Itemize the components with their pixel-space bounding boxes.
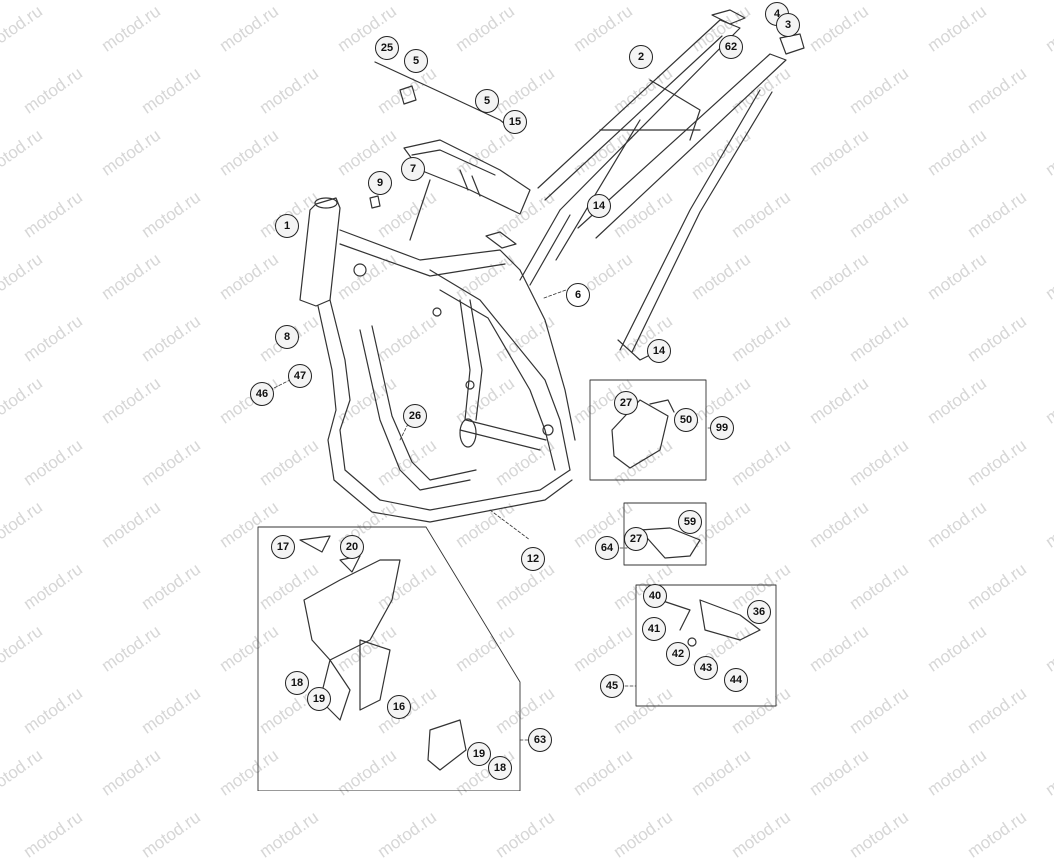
callout-14: 14 — [587, 194, 611, 218]
callout-40: 40 — [643, 584, 667, 608]
callout-43: 43 — [694, 656, 718, 680]
callout-27: 27 — [624, 527, 648, 551]
callout-1: 1 — [275, 214, 299, 238]
callout-3: 3 — [776, 13, 800, 37]
callout-19: 19 — [307, 687, 331, 711]
callout-59: 59 — [678, 510, 702, 534]
callout-9: 9 — [368, 171, 392, 195]
callout-15: 15 — [503, 110, 527, 134]
callout-19: 19 — [467, 742, 491, 766]
main-frame — [317, 229, 576, 523]
callout-14: 14 — [647, 339, 671, 363]
callout-5: 5 — [475, 89, 499, 113]
callout-62: 62 — [719, 35, 743, 59]
watermark-text: motod.ru — [846, 807, 912, 862]
frame-protector-set — [299, 535, 467, 771]
callout-36: 36 — [747, 600, 771, 624]
watermark-text: motod.ru — [964, 807, 1030, 862]
callout-2: 2 — [629, 45, 653, 69]
frame-protector-left — [611, 399, 701, 559]
callout-12: 12 — [521, 547, 545, 571]
callout-8: 8 — [275, 325, 299, 349]
frame-drawing — [257, 9, 805, 791]
watermark-text: motod.ru — [20, 807, 86, 862]
callout-27: 27 — [614, 391, 638, 415]
callout-18: 18 — [285, 671, 309, 695]
watermark-text: motod.ru — [138, 807, 204, 862]
callout-26: 26 — [403, 404, 427, 428]
watermark-text: motod.ru — [374, 807, 440, 862]
callout-99: 99 — [710, 416, 734, 440]
footrest-group — [659, 599, 761, 647]
callout-25: 25 — [375, 36, 399, 60]
watermark-text: motod.ru — [256, 807, 322, 862]
callout-45: 45 — [600, 674, 624, 698]
callout-47: 47 — [288, 364, 312, 388]
group-boxes — [257, 379, 777, 791]
callout-44: 44 — [724, 668, 748, 692]
callout-7: 7 — [401, 157, 425, 181]
callout-46: 46 — [250, 382, 274, 406]
callout-42: 42 — [666, 642, 690, 666]
callout-50: 50 — [674, 408, 698, 432]
fuel-tank-bracket — [369, 61, 531, 249]
callout-41: 41 — [642, 617, 666, 641]
callout-20: 20 — [340, 535, 364, 559]
watermark-text: motod.ru — [728, 807, 794, 862]
callout-64: 64 — [595, 536, 619, 560]
callout-63: 63 — [528, 728, 552, 752]
callout-6: 6 — [566, 283, 590, 307]
watermark-text: motod.ru — [492, 807, 558, 862]
watermark-text: motod.ru — [610, 807, 676, 862]
steering-head — [299, 197, 341, 307]
callout-17: 17 — [271, 535, 295, 559]
callout-18: 18 — [488, 756, 512, 780]
callout-5: 5 — [404, 49, 428, 73]
callout-16: 16 — [387, 695, 411, 719]
subframe — [519, 9, 805, 361]
